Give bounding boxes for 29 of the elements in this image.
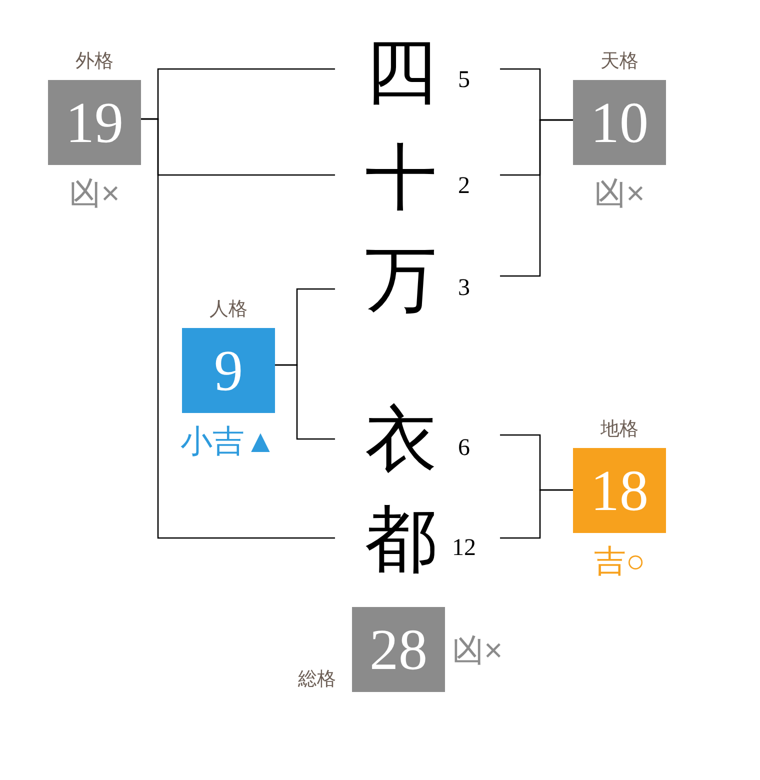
fortune-score: 18 <box>573 448 666 533</box>
fortune-category-label: 地格 <box>600 420 638 439</box>
stroke-count: 12 <box>452 536 476 560</box>
bracket-connector <box>500 489 573 539</box>
bracket-connector <box>141 118 335 539</box>
name-character: 十 <box>365 143 437 213</box>
fortune-verdict: 吉○ <box>594 545 646 577</box>
fortune-verdict: 凶× <box>594 177 645 209</box>
stroke-count: 3 <box>458 276 470 300</box>
fortune-score: 10 <box>573 80 666 165</box>
fortune-category-label: 天格 <box>600 52 638 71</box>
fortune-score: 9 <box>182 328 275 413</box>
fortune-verdict: 小吉▲ <box>180 425 276 457</box>
fortune-verdict: 凶× <box>452 634 503 666</box>
stroke-count: 2 <box>458 174 470 198</box>
fortune-category-label: 外格 <box>76 52 114 71</box>
name-character: 万 <box>365 245 437 315</box>
fortune-score: 28 <box>352 607 445 692</box>
name-character: 衣 <box>365 405 437 475</box>
stroke-count: 6 <box>458 436 470 460</box>
bracket-connector <box>275 364 335 440</box>
fortune-score: 19 <box>48 80 141 165</box>
name-character: 四 <box>365 37 437 107</box>
fortune-verdict: 凶× <box>69 177 120 209</box>
stroke-count: 5 <box>458 68 470 92</box>
name-character: 都 <box>365 505 437 575</box>
fortune-category-label: 人格 <box>210 300 248 319</box>
bracket-connector <box>500 119 573 277</box>
fortune-category-label: 総格 <box>298 670 336 689</box>
